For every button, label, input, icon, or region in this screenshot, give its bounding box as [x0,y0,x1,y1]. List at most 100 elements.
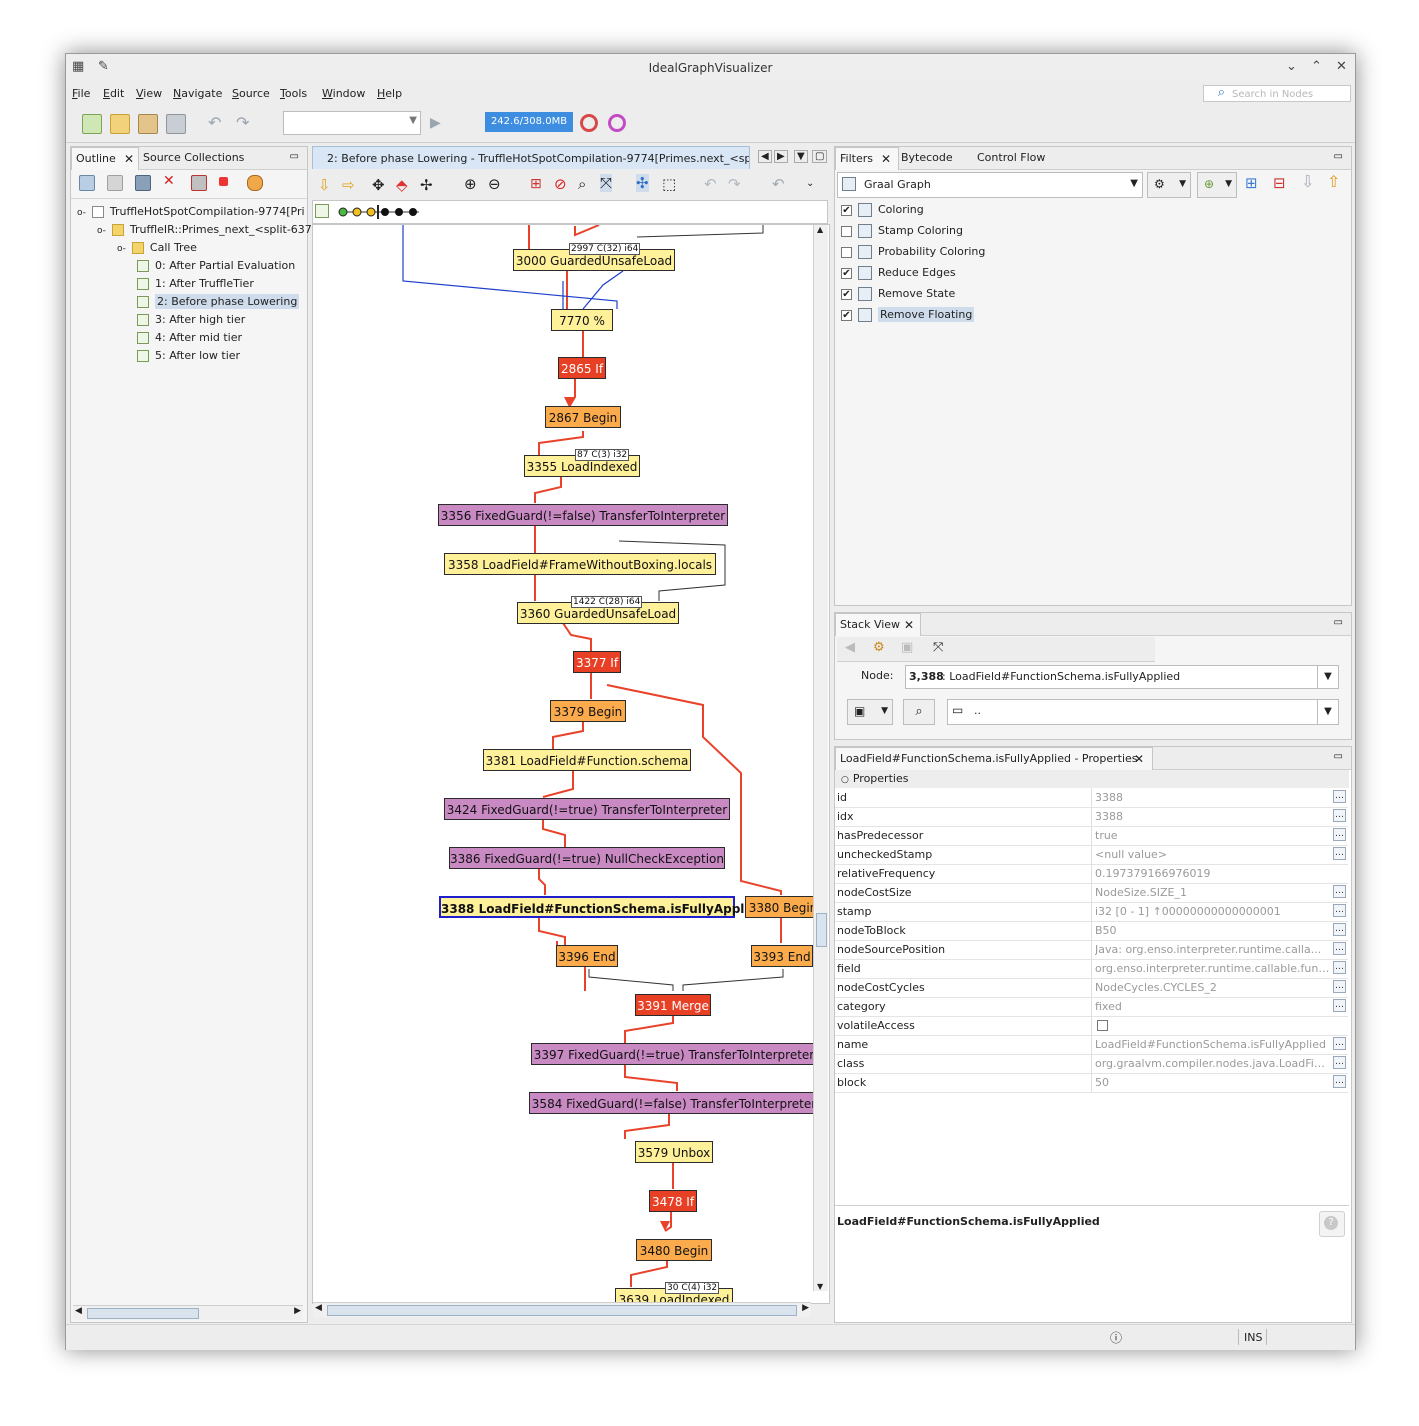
save-all-icon[interactable] [166,114,186,134]
property-editor-button[interactable]: … [1333,999,1346,1012]
menu-help[interactable]: Help [377,87,403,100]
filter-item[interactable]: ✔Reduce Edges [841,264,956,282]
new-icon[interactable] [82,114,102,134]
filter-checkbox[interactable]: ✔ [841,267,852,279]
scroll-thumb[interactable] [87,1308,199,1319]
tree-item-graph-selected[interactable]: 2: Before phase Lowering [137,293,300,311]
filter-item[interactable]: ✔Coloring [841,201,924,219]
expander-icon[interactable]: ○ [841,775,849,785]
scroll-right-icon[interactable]: ▶ [802,1303,809,1313]
close-icon[interactable]: ✕ [1134,752,1145,766]
chevron-down-icon[interactable]: ⌄ [806,178,815,189]
select-icon[interactable]: ⬚ [662,175,677,193]
graph-node[interactable]: 3381 LoadField#Function.schema [483,749,691,771]
minimize-panel-icon[interactable]: ▭ [289,151,299,162]
property-editor-button[interactable]: … [1333,1056,1346,1069]
sync-icon[interactable]: ↶ [772,175,785,193]
tab-list-icon[interactable]: ▼ [794,150,808,163]
remove-all-icon[interactable] [191,175,207,191]
filter-checkbox[interactable]: ✔ [841,204,852,216]
maximize-icon[interactable]: ⌃ [1311,59,1322,74]
scroll-left-icon[interactable]: ◀ [75,1306,82,1316]
expand-successors-icon[interactable]: ⇩ [318,176,331,194]
minimize-panel-icon[interactable]: ▭ [1333,151,1343,162]
graph-canvas[interactable]: 3000 GuardedUnsafeLoad 2997 C(32) i64 77… [312,224,830,1304]
graph-node[interactable]: 3380 Begin [745,896,821,918]
graph-node[interactable]: 3397 FixedGuard(!=true) TransferToInterp… [531,1043,817,1065]
expand-predecessors-icon[interactable]: ⇨ [342,176,355,194]
tree-group[interactable]: o-TruffleIR::Primes_next_<split-637 [97,221,312,239]
scroll-left-icon[interactable]: ◀ [315,1303,322,1313]
remove-icon[interactable]: ✕ [163,173,175,189]
property-row[interactable]: uncheckedStamp<null value>… [835,845,1348,865]
source-path-select[interactable]: ▭ .. ▼ [947,699,1339,725]
redo-icon[interactable]: ↷ [728,175,741,193]
remove-filter-icon[interactable]: ⊟ [1273,174,1286,192]
profile-icon[interactable] [608,114,626,132]
hierarchy-icon[interactable]: ⊞ [530,176,542,192]
compact-icon[interactable]: ✥ [372,176,385,194]
back-icon[interactable]: ◀ [845,640,855,655]
memory-indicator[interactable]: 242.6/308.0MB [485,112,573,132]
expander-icon[interactable]: o- [97,226,106,236]
tab-control-flow[interactable]: Control Flow [977,151,1046,164]
property-editor-button[interactable]: … [1333,828,1346,841]
graph-node[interactable]: 3356 FixedGuard(!=false) TransferToInter… [438,504,728,526]
outline-horizontal-scrollbar[interactable]: ◀ ▶ [73,1305,303,1320]
help-button[interactable]: ? [1319,1211,1345,1237]
save-icon[interactable] [107,175,123,191]
search-graph-icon[interactable]: ⌕ [578,175,587,193]
gc-icon[interactable] [580,114,598,132]
source-icon[interactable]: ⚙ [873,640,885,655]
expander-icon[interactable]: o- [117,244,126,254]
property-editor-button[interactable]: … [1333,809,1346,822]
open-icon[interactable] [110,114,130,134]
stop-icon[interactable] [219,177,228,186]
config-combo[interactable]: ▼ [283,111,421,135]
menu-view[interactable]: View [136,87,163,100]
search-input[interactable]: Search in Nodes (Ctrl+I) [1203,85,1351,117]
tab-filters[interactable]: Filters ✕ [835,147,899,170]
tree-root[interactable]: o-TruffleHotSpotCompilation-9774[Pri [77,203,305,221]
tree-item-graph[interactable]: 3: After high tier [137,311,245,329]
graph-node[interactable]: 3377 If [573,651,621,673]
close-icon[interactable]: ✕ [1336,59,1347,74]
scroll-right-icon[interactable]: ▶ [294,1306,301,1316]
graph-version-slider[interactable] [337,204,427,220]
tree-item-graph[interactable]: 0: After Partial Evaluation [137,257,295,275]
tab-graph[interactable]: 2: Before phase Lowering - TruffleHotSpo… [312,146,750,169]
filter-checkbox[interactable] [841,246,852,258]
minimize-panel-icon[interactable]: ▭ [1333,617,1343,628]
no-selection-icon[interactable]: ⊘ [554,175,567,193]
menu-file[interactable]: File [72,87,91,100]
properties-header[interactable]: ○Properties [835,770,1349,788]
notification-icon[interactable]: ⓘ [1110,1331,1123,1345]
filter-item[interactable]: ✔Remove State [841,285,955,303]
tree-item-graph[interactable]: 4: After mid tier [137,329,242,347]
graph-node[interactable]: 7770 % [551,309,613,331]
property-row[interactable]: volatileAccess [835,1016,1348,1036]
graph-node[interactable]: 2865 If [558,357,606,379]
property-editor-button[interactable]: … [1333,923,1346,936]
filter-checkbox[interactable]: ✔ [841,309,852,321]
scroll-thumb[interactable] [327,1305,797,1316]
profile-menu-button[interactable]: ⚙ ▼ [1147,172,1191,198]
filter-item[interactable]: Probability Coloring [841,243,985,261]
undo-icon[interactable]: ↶ [208,113,222,132]
undo-icon[interactable]: ↶ [704,175,717,193]
close-icon[interactable]: ✕ [124,152,135,166]
property-editor-button[interactable]: … [1333,885,1346,898]
expand-icon[interactable]: ✢ [420,176,433,194]
graph-node[interactable]: 3579 Unbox [635,1141,713,1163]
volatile-checkbox[interactable] [1097,1020,1108,1031]
graph-node[interactable]: 3391 Merge [635,994,711,1016]
